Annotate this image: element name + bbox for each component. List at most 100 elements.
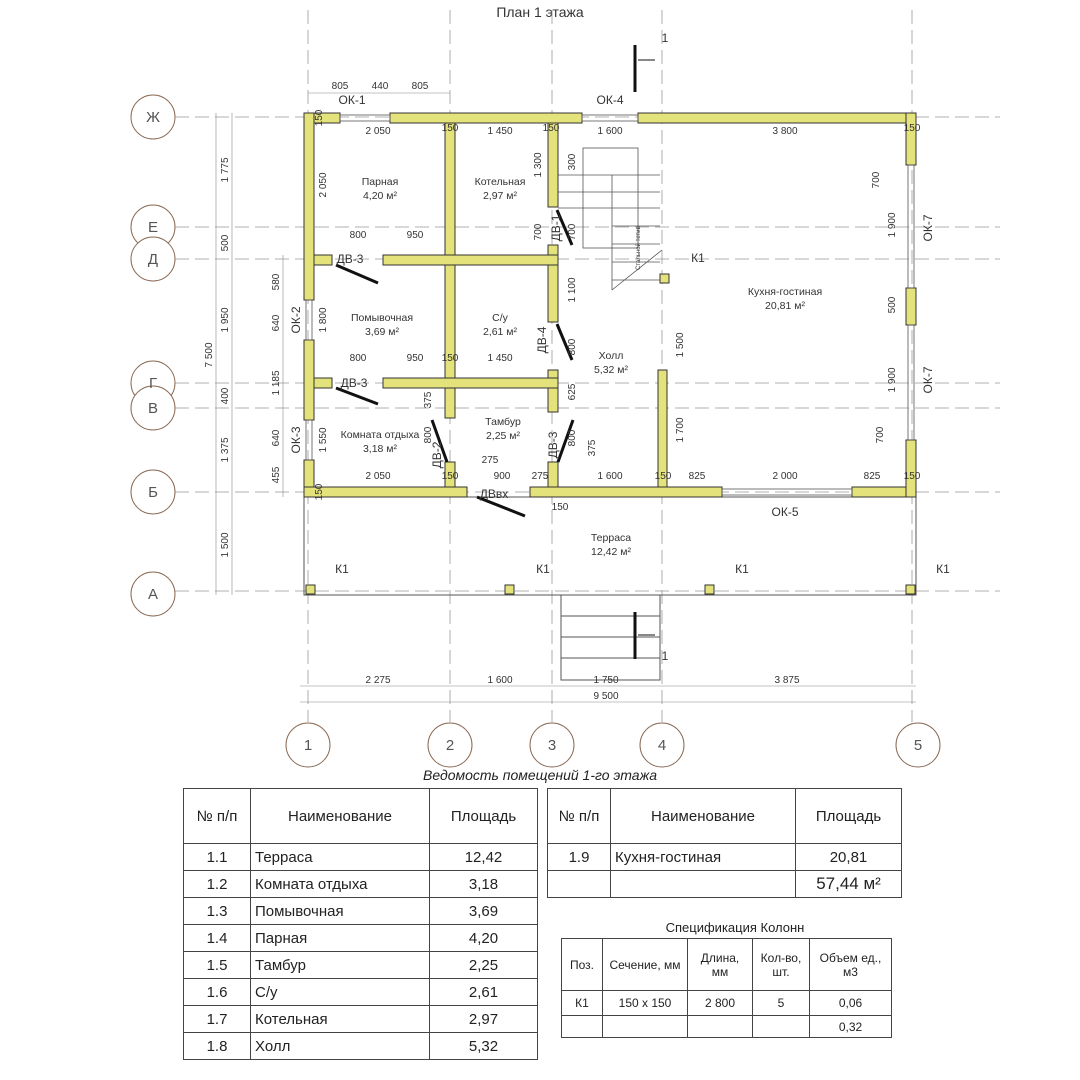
svg-text:1: 1: [662, 31, 669, 45]
svg-text:700: 700: [567, 223, 578, 240]
svg-text:2: 2: [446, 737, 454, 754]
svg-text:2,97 м²: 2,97 м²: [483, 190, 518, 202]
svg-text:800: 800: [350, 230, 367, 241]
plan-title: План 1 этажа: [496, 4, 584, 20]
svg-text:455: 455: [271, 466, 282, 483]
staircase: [558, 147, 663, 291]
svg-text:7 500: 7 500: [204, 342, 215, 367]
svg-text:1: 1: [304, 737, 312, 754]
svg-text:1 375: 1 375: [220, 437, 231, 462]
svg-text:ОК-5: ОК-5: [772, 505, 799, 519]
svg-text:ДВ-2: ДВ-2: [430, 441, 444, 468]
svg-text:1 450: 1 450: [487, 126, 512, 137]
svg-text:150: 150: [314, 109, 325, 126]
svg-text:1 450: 1 450: [487, 353, 512, 364]
svg-text:1 300: 1 300: [533, 152, 544, 177]
room-name: Холл: [599, 350, 624, 362]
svg-text:2 050: 2 050: [318, 172, 329, 197]
room-table-title: Ведомость помещений 1-го этажа: [423, 767, 657, 783]
svg-text:150: 150: [543, 123, 560, 134]
svg-text:275: 275: [482, 455, 499, 466]
svg-text:700: 700: [533, 223, 544, 240]
svg-text:1 700: 1 700: [675, 417, 686, 442]
svg-text:Д: Д: [148, 251, 158, 268]
svg-text:800: 800: [567, 338, 578, 355]
svg-text:150: 150: [442, 123, 459, 134]
walls: [303, 112, 917, 498]
svg-text:150: 150: [552, 502, 569, 513]
stair-label: Стальной тетив: [635, 226, 642, 270]
room-name: Кухня-гостиная: [748, 286, 822, 298]
svg-text:Б: Б: [148, 484, 158, 501]
room-name: Парная: [362, 176, 399, 188]
svg-text:ДВвх: ДВвх: [480, 487, 509, 501]
room-name: Комната отдыха: [341, 429, 420, 441]
svg-text:150: 150: [655, 471, 672, 482]
svg-text:ОК-2: ОК-2: [289, 306, 303, 333]
svg-text:1 950: 1 950: [220, 307, 231, 332]
terrace-outline: [303, 496, 917, 681]
svg-text:825: 825: [864, 471, 881, 482]
svg-text:1 800: 1 800: [318, 307, 329, 332]
windows: [305, 114, 915, 496]
svg-text:1 900: 1 900: [887, 212, 898, 237]
svg-text:К1: К1: [335, 562, 349, 576]
svg-text:ДВ-3: ДВ-3: [546, 431, 560, 458]
room-name: Котельная: [475, 176, 526, 188]
opening-labels: ОК-1 ОК-4 ОК-2 ОК-3 ОК-7 ОК-7 ОК-5 ДВ-3 …: [289, 93, 950, 576]
svg-text:1 900: 1 900: [887, 367, 898, 392]
svg-text:150: 150: [442, 353, 459, 364]
svg-text:1 775: 1 775: [220, 157, 231, 182]
svg-text:20,81 м²: 20,81 м²: [765, 300, 805, 312]
svg-text:150: 150: [904, 123, 921, 134]
room-name: Тамбур: [485, 416, 521, 428]
svg-text:1 100: 1 100: [567, 277, 578, 302]
svg-text:150: 150: [442, 471, 459, 482]
svg-text:В: В: [148, 400, 158, 417]
svg-text:1 185: 1 185: [271, 370, 282, 395]
svg-text:1 750: 1 750: [593, 675, 618, 686]
svg-text:ДВ-4: ДВ-4: [535, 326, 549, 353]
svg-text:9 500: 9 500: [593, 691, 618, 702]
svg-text:300: 300: [567, 153, 578, 170]
svg-text:К1: К1: [691, 251, 705, 265]
axis-bubble-circles: [130, 94, 176, 617]
svg-text:К1: К1: [735, 562, 749, 576]
room-name: Помывочная: [351, 312, 413, 324]
svg-text:3,69 м²: 3,69 м²: [365, 326, 400, 338]
svg-text:2,61 м²: 2,61 м²: [483, 326, 518, 338]
svg-text:2,25 м²: 2,25 м²: [486, 430, 521, 442]
svg-text:2 050: 2 050: [365, 126, 390, 137]
svg-text:640: 640: [271, 429, 282, 446]
svg-text:5: 5: [914, 737, 922, 754]
svg-text:1 500: 1 500: [220, 532, 231, 557]
svg-text:А: А: [148, 586, 158, 603]
svg-text:400: 400: [220, 387, 231, 404]
room-name: Терраса: [591, 532, 631, 544]
svg-text:275: 275: [532, 471, 549, 482]
room-labels: Парная 4,20 м² Котельная 2,97 м² Помывочна…: [341, 176, 823, 558]
svg-text:700: 700: [871, 171, 882, 188]
svg-text:4,20 м²: 4,20 м²: [363, 190, 398, 202]
svg-text:12,42 м²: 12,42 м²: [591, 546, 631, 558]
svg-text:ОК-1: ОК-1: [339, 93, 366, 107]
axis-bubbles-numbers: 1 2 3 4 5: [285, 722, 941, 768]
svg-text:375: 375: [423, 391, 434, 408]
svg-text:1 600: 1 600: [597, 471, 622, 482]
svg-text:3,18 м²: 3,18 м²: [363, 443, 398, 455]
svg-text:950: 950: [407, 353, 424, 364]
svg-text:3 875: 3 875: [774, 675, 799, 686]
svg-text:К1: К1: [936, 562, 950, 576]
svg-text:150: 150: [314, 483, 325, 500]
svg-text:2 000: 2 000: [772, 471, 797, 482]
svg-text:900: 900: [494, 471, 511, 482]
svg-text:700: 700: [875, 426, 886, 443]
